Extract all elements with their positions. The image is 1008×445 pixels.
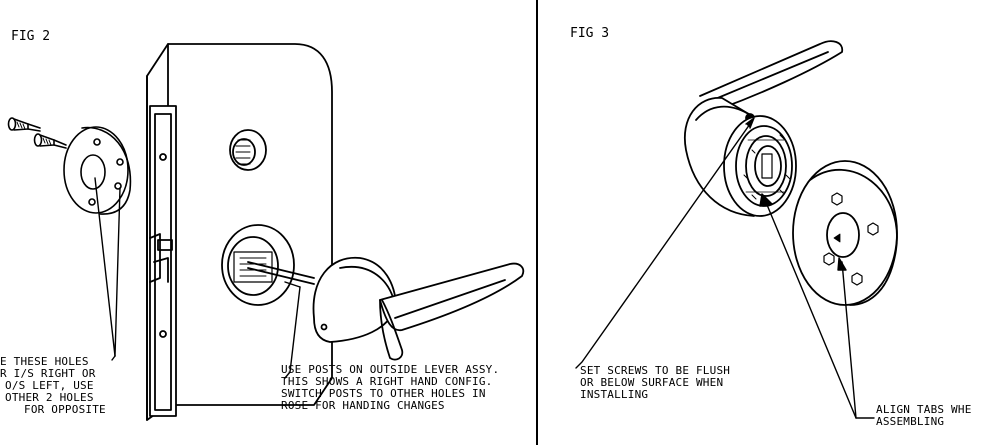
outside-lever — [312, 256, 525, 361]
fig2-left-note: E THESE HOLES R I/S RIGHT OR O/S LEFT, U… — [0, 355, 106, 416]
mortise-lock-body — [146, 43, 333, 421]
fig3-leader-lines — [575, 117, 875, 419]
fig3-housing — [684, 97, 797, 217]
right-leader-line — [284, 281, 301, 379]
fig3-title: FIG 3 — [570, 26, 609, 41]
screw-group — [7, 117, 67, 149]
fig2-panel: FIG 2 E THESE — [0, 29, 525, 421]
fig3-left-note: SET SCREWS TO BE FLUSH OR BELOW SURFACE … — [580, 364, 737, 401]
left-leader-lines — [94, 177, 121, 361]
fig3-rose — [792, 160, 898, 306]
fig2-title: FIG 2 — [11, 29, 50, 44]
left-rose — [63, 126, 132, 215]
fig3-panel: FIG 3 — [570, 26, 978, 428]
fig2-right-note: USE POSTS ON OUTSIDE LEVER ASSY. THIS SH… — [281, 363, 506, 412]
fig3-right-note: ALIGN TABS WHE ASSEMBLING — [876, 403, 978, 428]
fig3-lever — [699, 40, 844, 109]
